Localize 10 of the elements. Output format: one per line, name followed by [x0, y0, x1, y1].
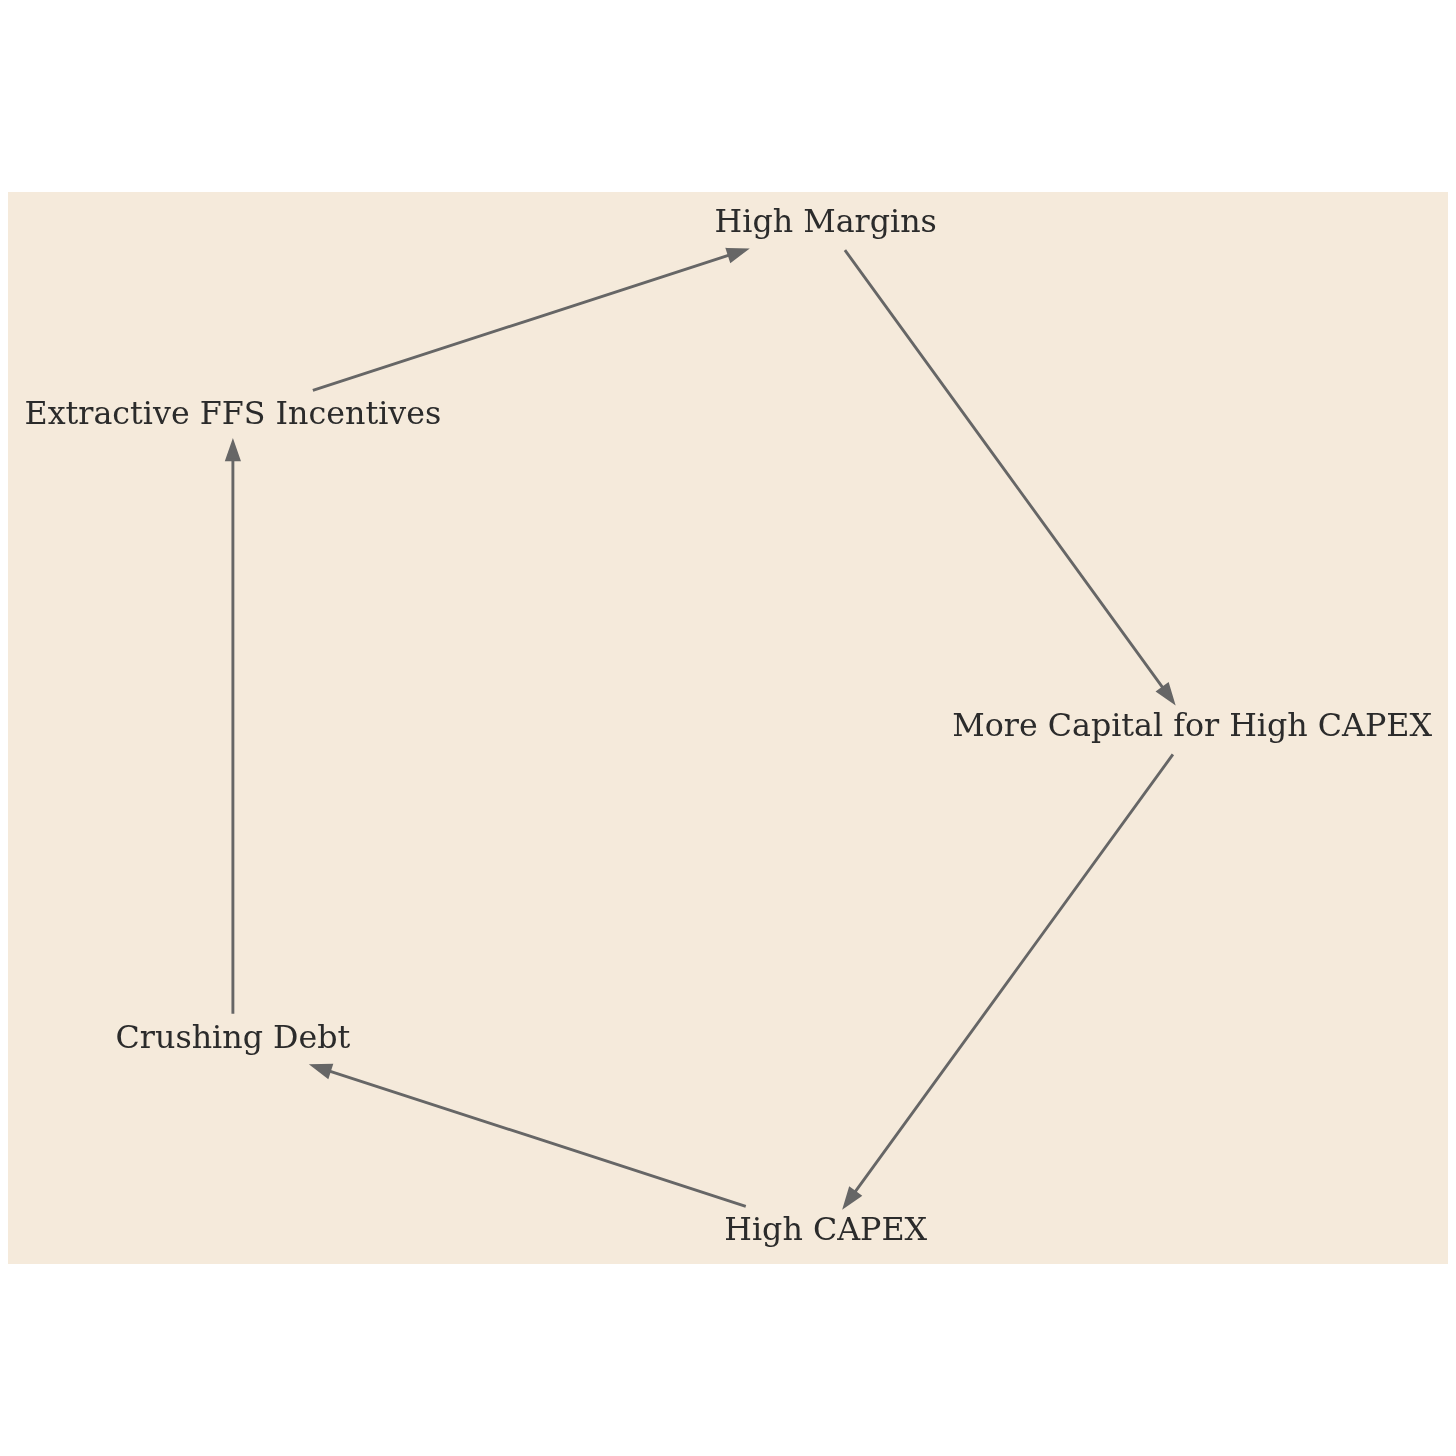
node-text: More Capital for High CAPEX: [952, 707, 1433, 744]
node-text: High Margins: [714, 202, 937, 239]
node-text: Extractive FFS Incentives: [24, 395, 442, 432]
arrow: [843, 249, 1176, 706]
arrow: [224, 438, 241, 1014]
node-text: Crushing Debt: [115, 1018, 351, 1055]
arrow: [308, 1063, 747, 1208]
arrow: [842, 753, 1175, 1210]
arrow: [312, 247, 750, 392]
node-text: High CAPEX: [724, 1211, 928, 1248]
